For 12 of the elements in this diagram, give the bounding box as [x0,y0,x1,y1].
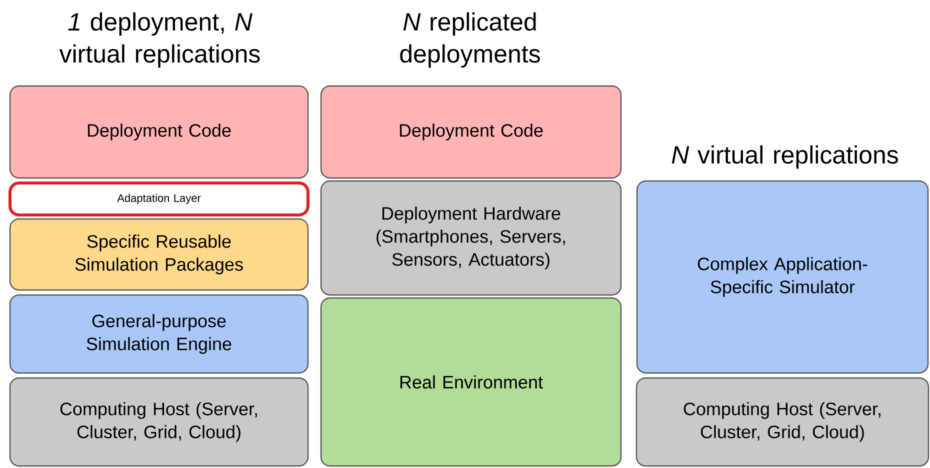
layer-box: Deployment Code [320,85,622,179]
column-heading: 1 deployment, N virtual replications [59,12,260,68]
layer-box: Computing Host (Server, Cluster, Grid, Cloud) [9,377,309,467]
layer-box: Complex Application-Specific Simulator [636,180,929,374]
layer-box: Adaptation Layer [8,182,310,216]
layer-box: Deployment Hardware (Smartphones, Servers, Sensors, Actuators) [320,180,622,296]
layer-box: Deployment Code [9,85,309,179]
column-heading: N virtual replications [672,145,898,169]
layer-box: Specific Reusable Simulation Packages [9,218,309,291]
layer-box: Real Environment [320,297,622,467]
layer-box: Computing Host (Server, Cluster, Grid, Cloud) [636,377,930,467]
layer-box: General-purpose Simulation Engine [9,294,309,374]
